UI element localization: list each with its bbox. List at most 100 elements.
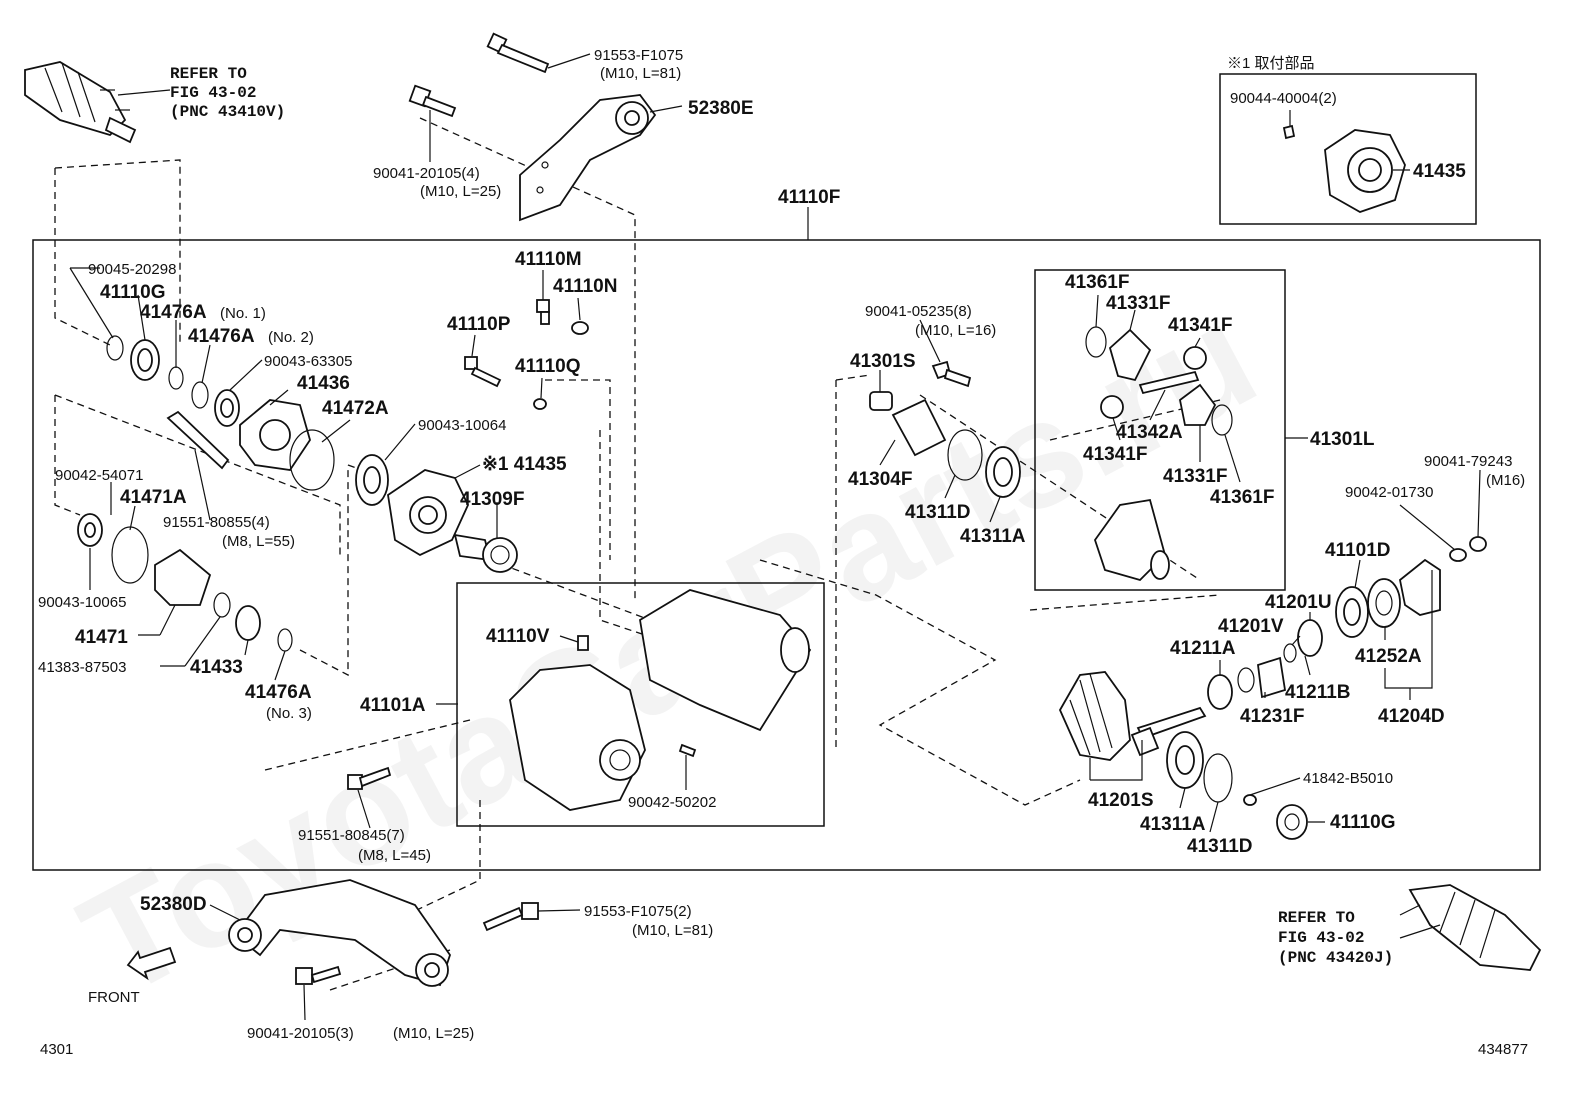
label-41110G-right: 41110G (1330, 812, 1396, 833)
label-41331F-top: 41331F (1106, 293, 1170, 314)
figure-number: 4301 (40, 1041, 73, 1058)
label-41361F-top: 41361F (1065, 272, 1129, 293)
front-arrow-icon (126, 946, 177, 981)
label-41110F: 41110F (778, 187, 840, 208)
left-shaft-parts (77, 335, 389, 652)
refer-top-line2: FIG 43-02 (170, 84, 256, 102)
left-driveshaft (24, 61, 137, 144)
refer-top-line1: REFER TO (170, 65, 247, 83)
label-41476A-2-note: (No. 2) (268, 329, 314, 346)
refer-bottom-line3: (PNC 43420J) (1278, 949, 1393, 967)
label-41341F-top: 41341F (1168, 315, 1232, 336)
label-41311A-left: 41311A (960, 526, 1026, 547)
label-41476A-3: 41476A (245, 682, 312, 703)
label-41304F: 41304F (848, 469, 912, 490)
right-bearing-parts (1207, 536, 1487, 710)
label-41331F-bottom: 41331F (1163, 466, 1227, 487)
nut-41110Q (533, 398, 547, 410)
bolt-91553-bottom (482, 902, 539, 932)
pinion-gear-41309F (453, 533, 518, 573)
label-90041-05235: 90041-05235(8) (865, 303, 972, 320)
label-91551-80845-size: (M8, L=45) (358, 847, 431, 864)
label-41231F: 41231F (1240, 706, 1304, 727)
label-41110V: 41110V (486, 626, 550, 647)
label-91551-80855-size: (M8, L=55) (222, 533, 295, 550)
bolt-90041-top (408, 84, 457, 118)
drawing-number: 434877 (1478, 1041, 1528, 1058)
label-90045: 90045-20298 (88, 261, 176, 278)
label-90041-79243-size: (M16) (1486, 472, 1525, 489)
bolt-41110P (464, 356, 502, 388)
label-41211A: 41211A (1170, 638, 1236, 659)
label-52380E: 52380E (688, 98, 754, 119)
inset-box (1219, 73, 1477, 225)
pinion-housing (387, 469, 469, 557)
label-90041-20105-4-size: (M10, L=25) (420, 183, 501, 200)
attach-note: ※1 取付部品 (1227, 55, 1315, 72)
label-91553-bottom: 91553-F1075(2) (584, 903, 692, 920)
label-41101A: 41101A (360, 695, 426, 716)
label-41201S: 41201S (1088, 790, 1154, 811)
label-91551-80855: 91551-80855(4) (163, 514, 270, 531)
label-41311D-right: 41311D (1187, 836, 1253, 857)
label-41471A: 41471A (120, 487, 187, 508)
label-41101D: 41101D (1325, 540, 1391, 561)
label-41435-mark: ※1 41435 (482, 454, 567, 475)
label-91553-bottom-size: (M10, L=81) (632, 922, 713, 939)
label-41110M: 41110M (515, 249, 582, 270)
label-41252A: 41252A (1355, 646, 1422, 667)
label-90041-05235-size: (M10, L=16) (915, 322, 996, 339)
ring-gear-set (1058, 671, 1308, 840)
label-91553-top: 91553-F1075 (594, 47, 683, 64)
label-90042-01730: 90042-01730 (1345, 484, 1433, 501)
label-90041-79243: 90041-79243 (1424, 453, 1512, 470)
label-41361F-bottom: 41361F (1210, 487, 1274, 508)
label-90044: 90044-40004(2) (1230, 90, 1337, 107)
label-41110N: 41110N (553, 276, 617, 297)
label-41476A-1-note: (No. 1) (220, 305, 266, 322)
mount-52380D (228, 879, 451, 987)
label-90041-20105-4: 90041-20105(4) (373, 165, 480, 182)
label-41311D-left: 41311D (905, 502, 971, 523)
label-41301L: 41301L (1310, 429, 1375, 450)
label-41383: 41383-87503 (38, 659, 126, 676)
label-41309F: 41309F (460, 489, 524, 510)
label-41472A: 41472A (322, 398, 389, 419)
label-91553-top-size: (M10, L=81) (600, 65, 681, 82)
differential-box (1034, 269, 1286, 591)
label-41476A-2: 41476A (188, 326, 255, 347)
label-41110P: 41110P (447, 314, 511, 335)
bolt-90041-bottom (295, 965, 342, 985)
refer-bottom-line2: FIG 43-02 (1278, 929, 1364, 947)
label-41435-inset: 41435 (1413, 161, 1466, 182)
carrier-41101A (509, 589, 812, 811)
label-41436: 41436 (297, 373, 350, 394)
main-assembly-frame (32, 239, 1541, 871)
bolt-91553-top (486, 32, 550, 74)
refer-top-line3: (PNC 43410V) (170, 103, 285, 121)
label-41110Q: 41110Q (515, 356, 581, 377)
label-52380D: 52380D (140, 894, 207, 915)
label-41201U: 41201U (1265, 592, 1332, 613)
washer-41110N (571, 321, 589, 335)
mount-52380E (519, 94, 657, 222)
label-41201V: 41201V (1218, 616, 1284, 637)
label-90042-50202: 90042-50202 (628, 794, 716, 811)
label-41341F-bottom: 41341F (1083, 444, 1147, 465)
label-41301S: 41301S (850, 351, 916, 372)
label-91551-80845: 91551-80845(7) (298, 827, 405, 844)
inset-part-41435 (1282, 124, 1406, 213)
label-41433: 41433 (190, 657, 243, 678)
label-90043-10065: 90043-10065 (38, 594, 126, 611)
right-driveshaft (1408, 884, 1542, 971)
bolt-91551-80845 (347, 766, 392, 790)
refer-bottom-line1: REFER TO (1278, 909, 1355, 927)
label-90041-20105-3-size: (M10, L=25) (393, 1025, 474, 1042)
label-90043-63305: 90043-63305 (264, 353, 352, 370)
label-90043-10064: 90043-10064 (418, 417, 506, 434)
leader-lines (69, 53, 1481, 1021)
label-90042-54071: 90042-54071 (55, 467, 143, 484)
label-41471: 41471 (75, 627, 128, 648)
label-41311A-right: 41311A (1140, 814, 1206, 835)
